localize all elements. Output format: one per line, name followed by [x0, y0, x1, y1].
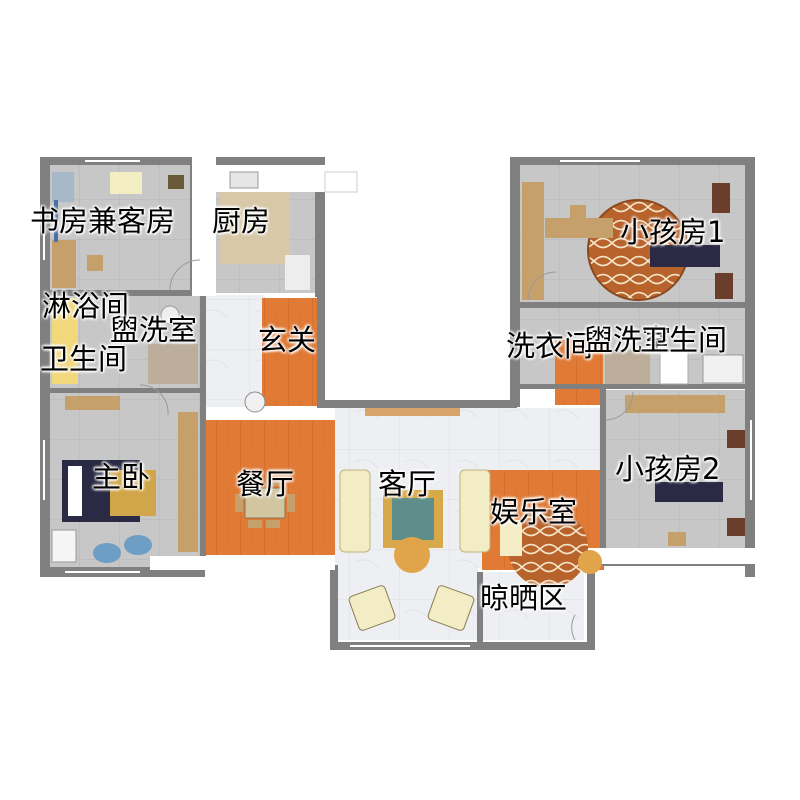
left-bath-furniture [52, 298, 198, 384]
study-furniture [52, 172, 184, 288]
dining-furniture [235, 478, 295, 528]
room-label-shower: 淋浴间 [42, 289, 130, 323]
living-furniture [339, 469, 491, 573]
room-label-laundry: 洗衣间 [506, 329, 594, 363]
doors [139, 259, 634, 641]
room-label-dining: 餐厅 [236, 467, 295, 501]
floor-laundry [555, 340, 603, 405]
room-label-kitchen: 厨房 [212, 204, 271, 238]
room-label-toilet-right: 卫生间 [640, 323, 728, 357]
balcony-furniture [348, 585, 475, 631]
master-furniture [51, 396, 198, 563]
floor-child2 [605, 390, 745, 555]
room-label-child-room-2: 小孩房2 [615, 452, 721, 486]
room-label-washroom-right: 盥洗室 [584, 323, 672, 357]
child2-furniture [625, 395, 745, 546]
room-label-drying: 晾晒区 [480, 581, 568, 615]
entertainment-furniture [500, 508, 602, 588]
room-label-child-room-1: 小孩房1 [620, 215, 726, 249]
room-label-entertainment: 娱乐室 [490, 495, 578, 529]
room-label-foyer: 玄关 [258, 323, 317, 357]
floor-foyer [262, 298, 317, 406]
kitchen-furniture [220, 171, 310, 290]
floor-corridor [205, 295, 265, 407]
right-bath-furniture [605, 349, 744, 385]
room-label-washroom-left: 盥洗室 [110, 313, 198, 347]
room-label-study-guest: 书房兼客房 [30, 204, 176, 238]
room-label-toilet-left: 卫生间 [40, 342, 128, 376]
room-label-master-bedroom: 主卧 [92, 460, 151, 494]
child1-furniture [522, 182, 733, 301]
room-label-living: 客厅 [378, 467, 437, 501]
